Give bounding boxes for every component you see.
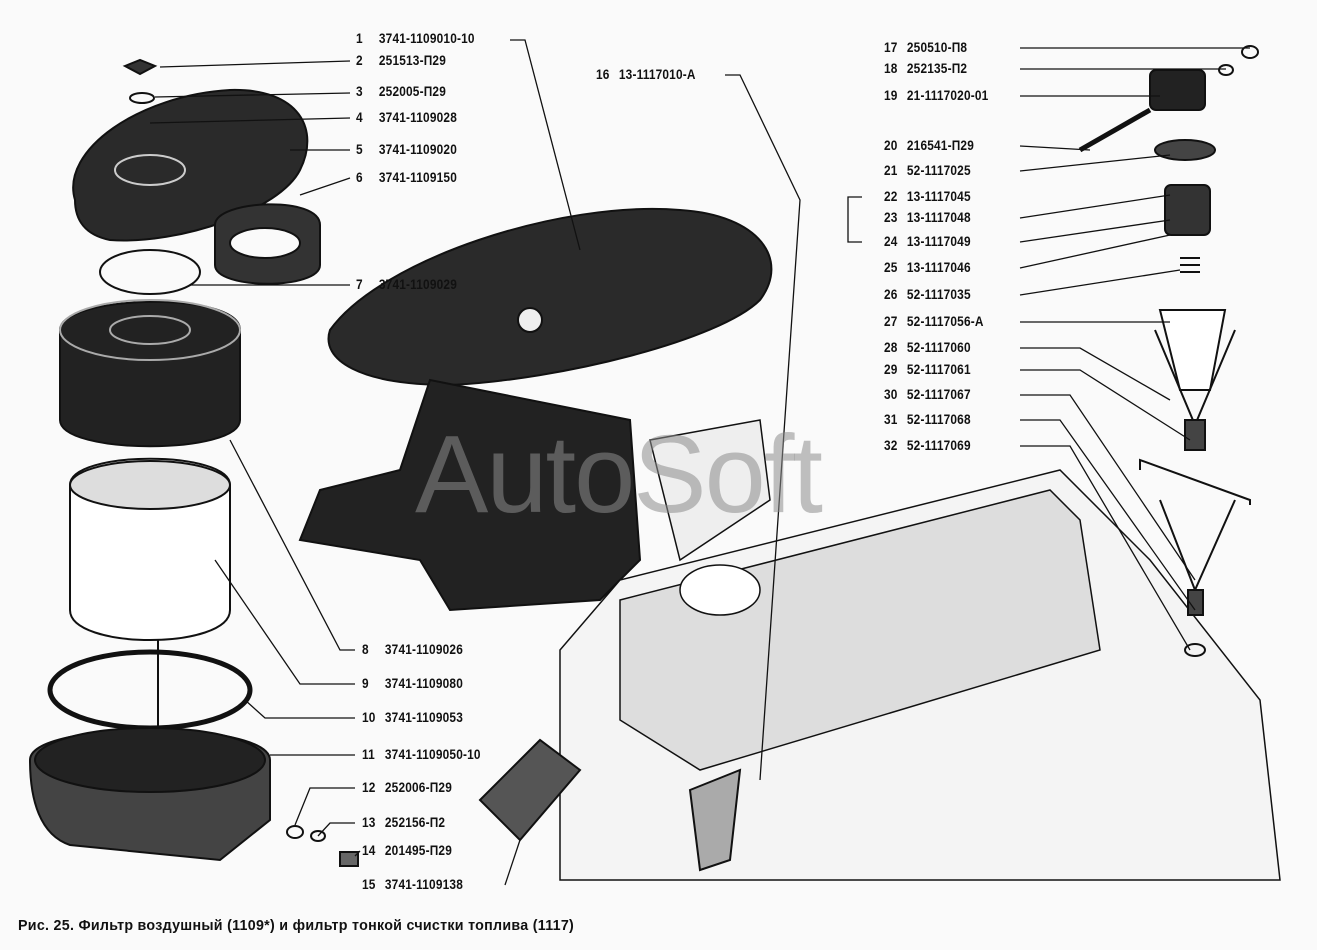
washer bbox=[129, 92, 155, 104]
fuel-filter-installed bbox=[688, 768, 742, 872]
filter-housing bbox=[28, 640, 271, 862]
perforated-filter bbox=[69, 457, 231, 641]
small-parts bbox=[286, 825, 359, 867]
engine-block bbox=[559, 419, 1281, 881]
gasket-7 bbox=[99, 249, 201, 295]
filter-element bbox=[59, 299, 241, 448]
fuel-filter-parts bbox=[1078, 45, 1259, 657]
figure-caption: Рис. 25. Фильтр воздушный (1109*) и филь… bbox=[18, 917, 575, 934]
assembled-air-filter bbox=[298, 208, 773, 612]
wing-nut bbox=[122, 58, 158, 76]
seal-ring bbox=[214, 203, 321, 285]
gasket-10 bbox=[47, 649, 253, 731]
leader-lines bbox=[149, 39, 1250, 886]
bracket bbox=[478, 738, 582, 842]
filter-cover bbox=[72, 88, 309, 242]
